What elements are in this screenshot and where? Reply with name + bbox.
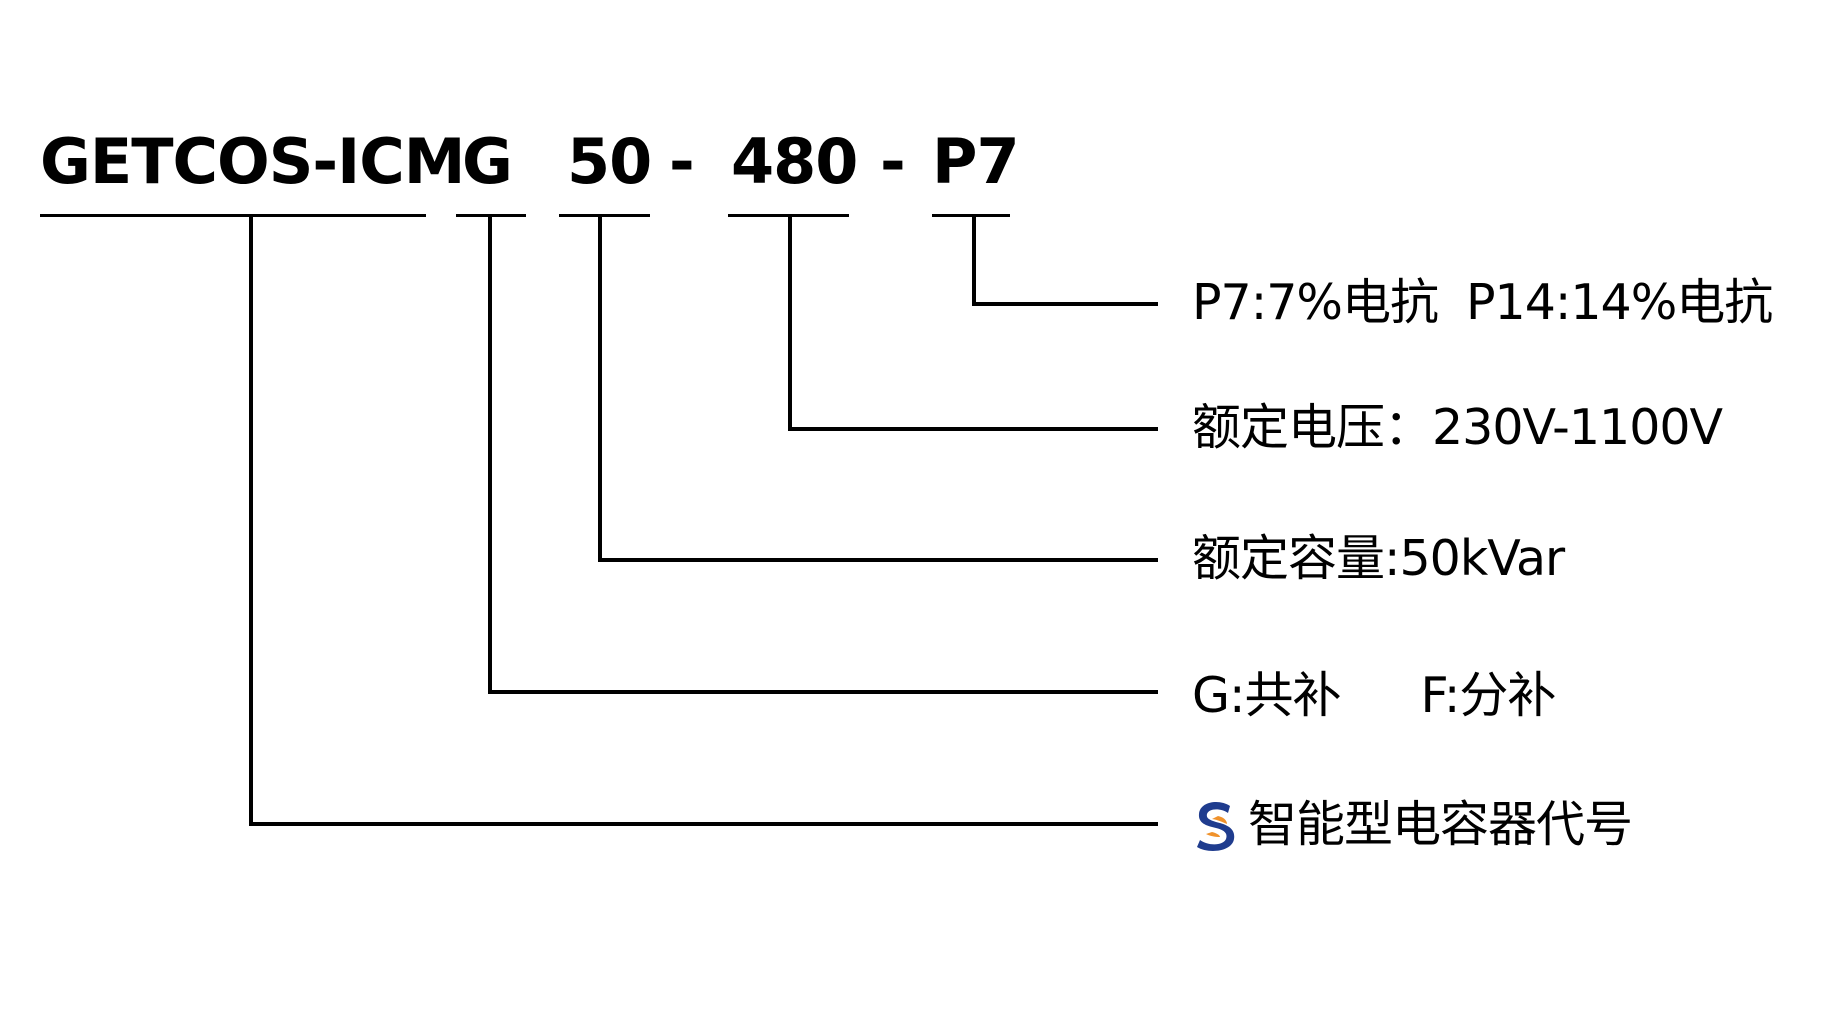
series-label: 智能型电容器代号 bbox=[1248, 796, 1633, 853]
type-leader-horizontal bbox=[488, 690, 1158, 694]
reactor-option-p7: P7:7%电抗 bbox=[1192, 274, 1439, 331]
code-capacity: 50 bbox=[567, 125, 652, 198]
type-underline bbox=[456, 214, 526, 217]
s-logo-icon bbox=[1192, 799, 1240, 851]
reactor-option-p14: P14:14%电抗 bbox=[1465, 274, 1773, 331]
code-reactor: P7 bbox=[932, 125, 1020, 198]
compensation-description: G:共补 F:分补 bbox=[1192, 661, 1556, 731]
capacity-leader-vertical bbox=[598, 216, 602, 562]
prefix-leader-horizontal bbox=[249, 822, 1158, 826]
reactor-description: P7:7%电抗 P14:14%电抗 bbox=[1192, 268, 1773, 338]
compensation-option-g: G:共补 bbox=[1192, 667, 1341, 724]
code-dash-1: - bbox=[669, 125, 695, 198]
voltage-description: 额定电压：230V-1100V bbox=[1192, 399, 1723, 456]
reactor-leader-vertical bbox=[972, 216, 976, 306]
code-prefix: GETCOS-ICM bbox=[40, 125, 465, 198]
series-description: 智能型电容器代号 bbox=[1192, 790, 1633, 860]
code-voltage: 480 bbox=[731, 125, 858, 198]
capacity-description: 额定容量:50kVar bbox=[1192, 530, 1565, 587]
prefix-leader-vertical bbox=[249, 216, 253, 826]
voltage-underline bbox=[728, 214, 849, 217]
type-leader-vertical bbox=[488, 216, 492, 694]
capacity-leader-horizontal bbox=[598, 558, 1158, 562]
prefix-underline bbox=[40, 214, 426, 217]
code-type-letter: G bbox=[462, 125, 513, 198]
voltage-leader-vertical bbox=[788, 216, 792, 431]
capacity-underline bbox=[559, 214, 650, 217]
code-dash-2: - bbox=[880, 125, 906, 198]
reactor-underline bbox=[932, 214, 1010, 217]
compensation-option-f: F:分补 bbox=[1420, 667, 1556, 724]
voltage-leader-horizontal bbox=[788, 427, 1158, 431]
reactor-leader-horizontal bbox=[972, 302, 1158, 306]
